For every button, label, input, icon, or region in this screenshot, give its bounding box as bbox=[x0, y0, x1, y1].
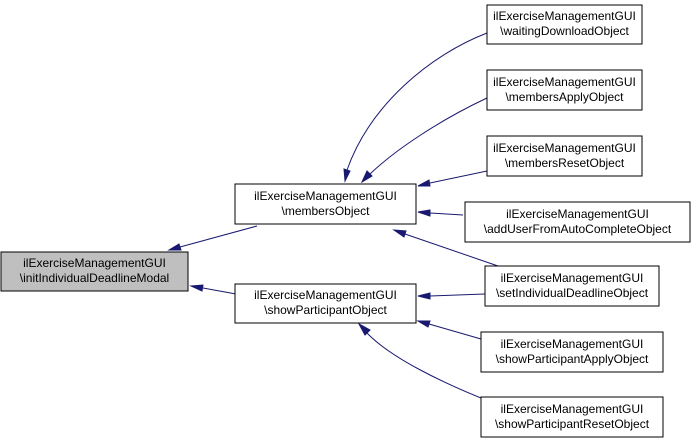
node-show-participant-object[interactable]: ilExerciseManagementGUI \showParticipant… bbox=[234, 283, 417, 324]
edge-setdeadline-to-members bbox=[404, 233, 499, 267]
edge-members-to-init bbox=[179, 225, 258, 248]
node-label-line2: \showParticipantResetObject bbox=[495, 417, 650, 431]
edge-arrowhead bbox=[167, 243, 182, 251]
node-members-apply-object[interactable]: ilExerciseManagementGUI \membersApplyObj… bbox=[486, 69, 643, 111]
node-add-user-autocomplete-object[interactable]: ilExerciseManagementGUI \addUserFromAuto… bbox=[464, 201, 691, 243]
node-label-line1: ilExerciseManagementGUI bbox=[501, 402, 644, 416]
edge-membersreset-to-members bbox=[429, 170, 488, 184]
edge-arrowhead bbox=[392, 229, 407, 238]
node-label-line2: \membersObject bbox=[281, 204, 370, 218]
node-label-line2: \waitingDownloadObject bbox=[500, 24, 629, 38]
node-label-line1: ilExerciseManagementGUI bbox=[501, 337, 644, 351]
node-set-individual-deadline-object[interactable]: ilExerciseManagementGUI \setIndividualDe… bbox=[484, 265, 660, 307]
node-label-line2: \showParticipantApplyObject bbox=[496, 352, 649, 366]
edge-arrowhead bbox=[417, 179, 431, 187]
edge-arrowhead bbox=[357, 322, 371, 336]
node-box bbox=[486, 69, 643, 111]
edge-adduser-to-members bbox=[429, 212, 464, 216]
node-init-deadline-modal[interactable]: ilExerciseManagementGUI \initIndividualD… bbox=[0, 251, 189, 292]
node-label-line2: \membersResetObject bbox=[505, 156, 625, 170]
node-members-reset-object[interactable]: ilExerciseManagementGUI \membersResetObj… bbox=[486, 135, 643, 177]
node-box bbox=[480, 396, 664, 438]
node-box bbox=[464, 201, 691, 243]
node-box bbox=[486, 135, 643, 177]
node-label-line1: ilExerciseManagementGUI bbox=[23, 256, 166, 270]
node-box bbox=[484, 265, 660, 307]
edge-arrowhead bbox=[417, 209, 431, 217]
node-show-participant-apply-object[interactable]: ilExerciseManagementGUI \showParticipant… bbox=[480, 331, 664, 373]
node-box-highlighted bbox=[0, 251, 189, 292]
node-box bbox=[234, 283, 417, 324]
node-label-line1: ilExerciseManagementGUI bbox=[254, 189, 397, 203]
node-label-line1: ilExerciseManagementGUI bbox=[501, 271, 644, 285]
edge-showparticipantapply-to-showparticipant bbox=[428, 323, 482, 340]
edge-setdeadline-to-showparticipant bbox=[429, 293, 486, 297]
node-label-line1: ilExerciseManagementGUI bbox=[506, 207, 649, 221]
edge-showparticipant-to-init bbox=[202, 287, 237, 295]
edge-arrowhead bbox=[416, 320, 431, 328]
node-show-participant-reset-object[interactable]: ilExerciseManagementGUI \showParticipant… bbox=[480, 396, 664, 438]
node-box bbox=[234, 183, 417, 225]
node-label-line2: \initIndividualDeadlineModal bbox=[20, 271, 169, 285]
node-label-line2: \showParticipantObject bbox=[264, 303, 387, 317]
edge-arrowhead bbox=[343, 168, 351, 183]
edge-membersapply-to-members bbox=[369, 97, 488, 175]
edge-arrowhead bbox=[189, 284, 204, 292]
node-label-line1: ilExerciseManagementGUI bbox=[493, 9, 636, 23]
node-members-object[interactable]: ilExerciseManagementGUI \membersObject bbox=[234, 183, 417, 225]
node-waiting-download-object[interactable]: ilExerciseManagementGUI \waitingDownload… bbox=[486, 4, 643, 45]
edge-arrowhead bbox=[360, 170, 373, 184]
node-box bbox=[486, 4, 643, 45]
node-label-line2: \addUserFromAutoCompleteObject bbox=[484, 222, 672, 236]
edge-arrowhead bbox=[417, 292, 431, 300]
node-label-line1: ilExerciseManagementGUI bbox=[254, 288, 397, 302]
node-box bbox=[480, 331, 664, 373]
diagram-edges bbox=[167, 32, 499, 403]
node-label-line1: ilExerciseManagementGUI bbox=[493, 75, 636, 89]
node-label-line2: \setIndividualDeadlineObject bbox=[496, 286, 649, 300]
node-label-line1: ilExerciseManagementGUI bbox=[493, 141, 636, 155]
edge-showparticipantreset-to-showparticipant bbox=[366, 332, 492, 403]
edge-waitingdownload-to-members bbox=[346, 32, 488, 171]
node-label-line2: \membersApplyObject bbox=[505, 90, 624, 104]
